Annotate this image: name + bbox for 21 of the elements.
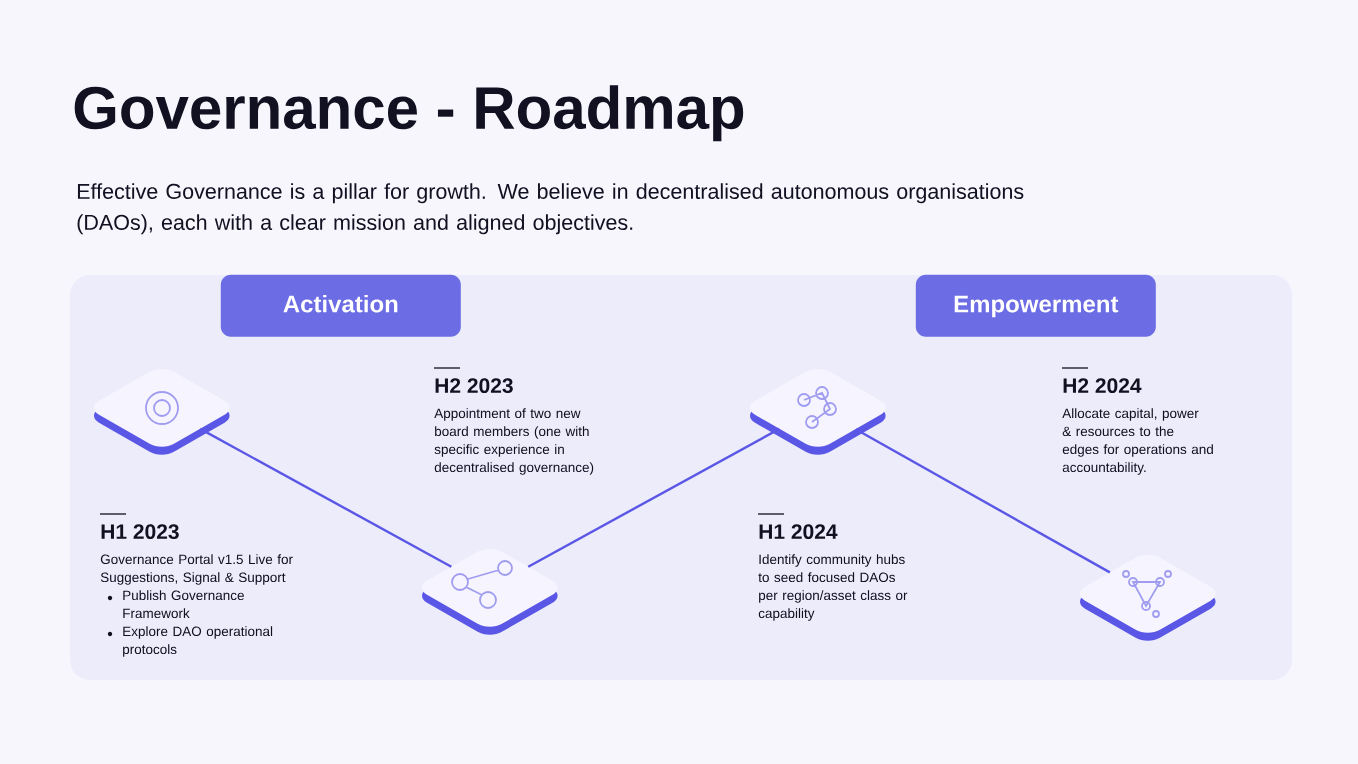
tile bbox=[1080, 554, 1216, 641]
title: Governance - Roadmap bbox=[74, 85, 744, 142]
connector-line bbox=[855, 428, 1111, 574]
milestone-text: Identify community hubs to seed focused DAOs per region/asset class or capability bbox=[758, 554, 908, 621]
milestone-heading: H1 2024 bbox=[759, 524, 838, 540]
tile bbox=[422, 548, 558, 635]
milestone-text: Governance Portal v1.5 Live for Suggestions, Signal & Support bbox=[100, 554, 293, 585]
subtitle: Effective Governance is a pillar for growth. We believe in decentralised autonomous organisations (DAOs), each with a clear mission and aligned objectives. bbox=[77, 183, 1024, 235]
milestone-heading: H2 2023 bbox=[435, 378, 513, 394]
milestone-text: Appointment of two new board members (one with specific experience in decentralised governance) bbox=[434, 408, 594, 475]
milestone-text: Allocate capital, power & resources to the edges for operations and accountability. bbox=[1062, 408, 1213, 475]
bullet-item: Explore DAO operational protocols bbox=[123, 626, 273, 657]
milestone-heading: H1 2023 bbox=[101, 524, 179, 540]
connector-line bbox=[199, 427, 452, 568]
milestone-heading: H2 2024 bbox=[1063, 378, 1142, 394]
tile bbox=[750, 368, 886, 455]
connector-line bbox=[527, 427, 780, 568]
tile bbox=[94, 368, 230, 455]
bullet-item: Publish Governance Framework bbox=[123, 590, 244, 619]
tab-header: Activation bbox=[220, 274, 461, 337]
tab-header: Empowerment bbox=[915, 274, 1156, 337]
